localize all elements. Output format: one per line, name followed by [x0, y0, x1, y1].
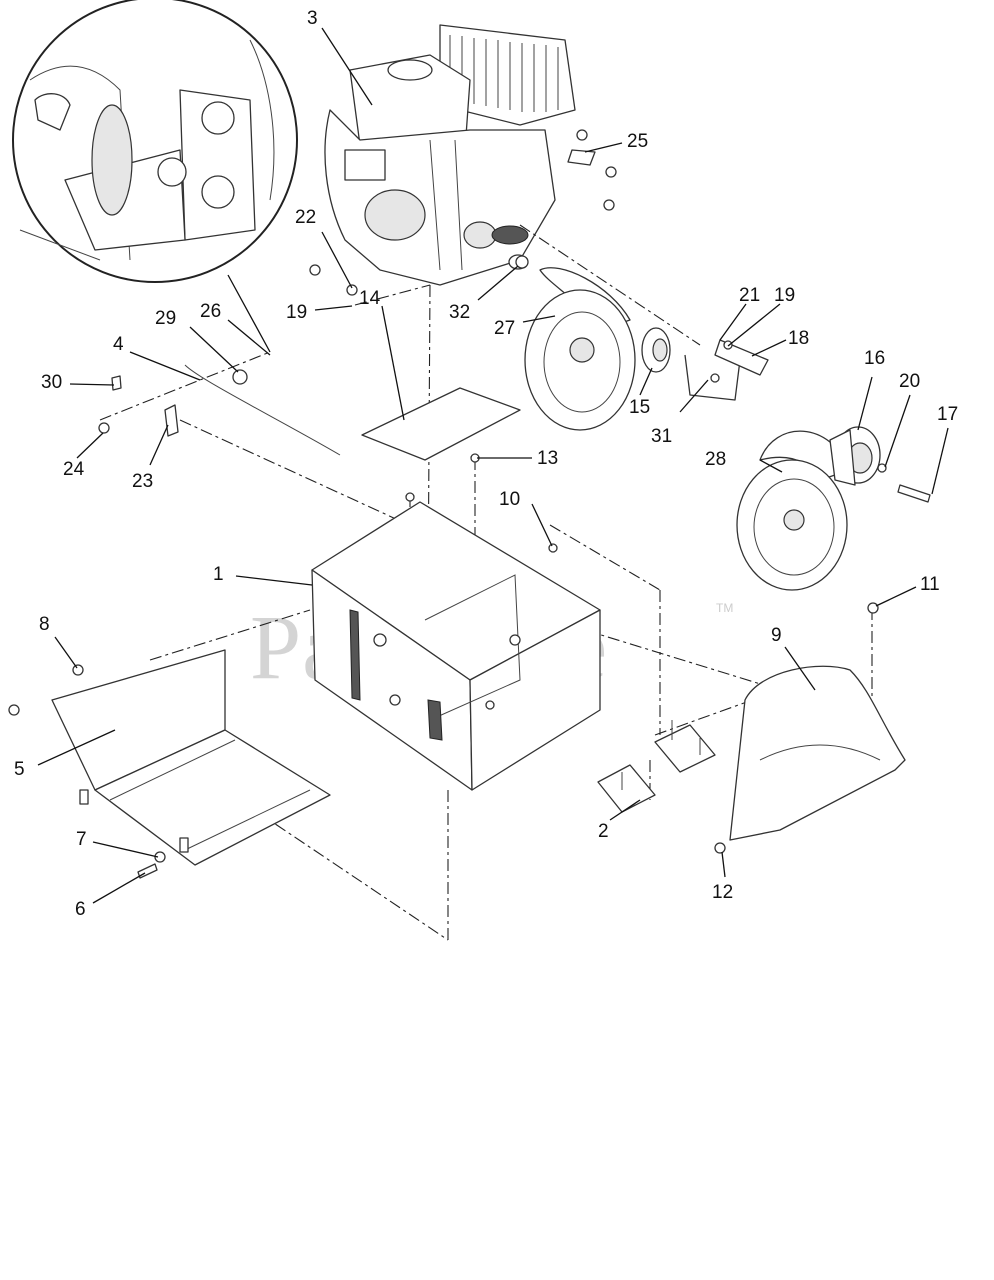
- callout-3: 3: [307, 8, 318, 29]
- callout-21: 21: [739, 285, 760, 306]
- pulley-27-part: [524, 267, 636, 431]
- callout-29: 29: [155, 308, 176, 329]
- callout-28: 28: [705, 449, 726, 470]
- callout-27: 27: [494, 318, 515, 339]
- engine-part: [324, 24, 576, 286]
- callout-32: 32: [449, 302, 470, 323]
- callouts: 1 2 3 4 5 6 7 8 9 10 11 12 13 14 15 16 1…: [14, 8, 958, 920]
- callout-10: 10: [499, 489, 520, 510]
- callout-6: 6: [75, 899, 86, 920]
- small-hardware: [8, 129, 887, 879]
- callout-16: 16: [864, 348, 885, 369]
- callout-25: 25: [627, 131, 648, 152]
- callout-18: 18: [788, 328, 809, 349]
- callout-13: 13: [537, 448, 558, 469]
- callout-24: 24: [63, 459, 85, 480]
- callout-26: 26: [200, 301, 221, 322]
- pulley-15-part: [641, 327, 671, 373]
- callout-11: 11: [920, 574, 940, 595]
- callout-7: 7: [76, 829, 87, 850]
- bottom-plate-part: [51, 649, 331, 866]
- callout-22: 22: [295, 207, 316, 228]
- detail-magnifier: [12, 0, 298, 283]
- callout-9: 9: [771, 625, 782, 646]
- cable-part: [184, 364, 341, 456]
- callout-19-right: 19: [774, 285, 795, 306]
- belt-cover-part: [729, 665, 906, 841]
- callout-2: 2: [598, 821, 609, 842]
- callout-8: 8: [39, 614, 50, 635]
- callout-31: 31: [651, 426, 672, 447]
- engine-plate-part: [361, 387, 521, 461]
- callout-1: 1: [213, 564, 224, 585]
- callout-17: 17: [937, 404, 958, 425]
- leader-lines: [37, 27, 949, 904]
- callout-4: 4: [113, 334, 124, 355]
- frame-part: [311, 501, 601, 791]
- pin-17-part: [897, 484, 931, 503]
- callout-30: 30: [41, 372, 62, 393]
- callout-14: 14: [359, 288, 381, 309]
- watermark-trademark: TM: [716, 601, 733, 615]
- callout-20: 20: [899, 371, 920, 392]
- callout-19-left: 19: [286, 302, 307, 323]
- callout-12: 12: [712, 882, 733, 903]
- pulley-28-part: [736, 430, 851, 591]
- callout-5: 5: [14, 759, 25, 780]
- magnifier-pointer: [227, 274, 271, 353]
- bracket-2-part: [597, 720, 716, 813]
- callout-23: 23: [132, 471, 153, 492]
- pulley-16-part: [829, 426, 881, 486]
- callout-15: 15: [629, 397, 650, 418]
